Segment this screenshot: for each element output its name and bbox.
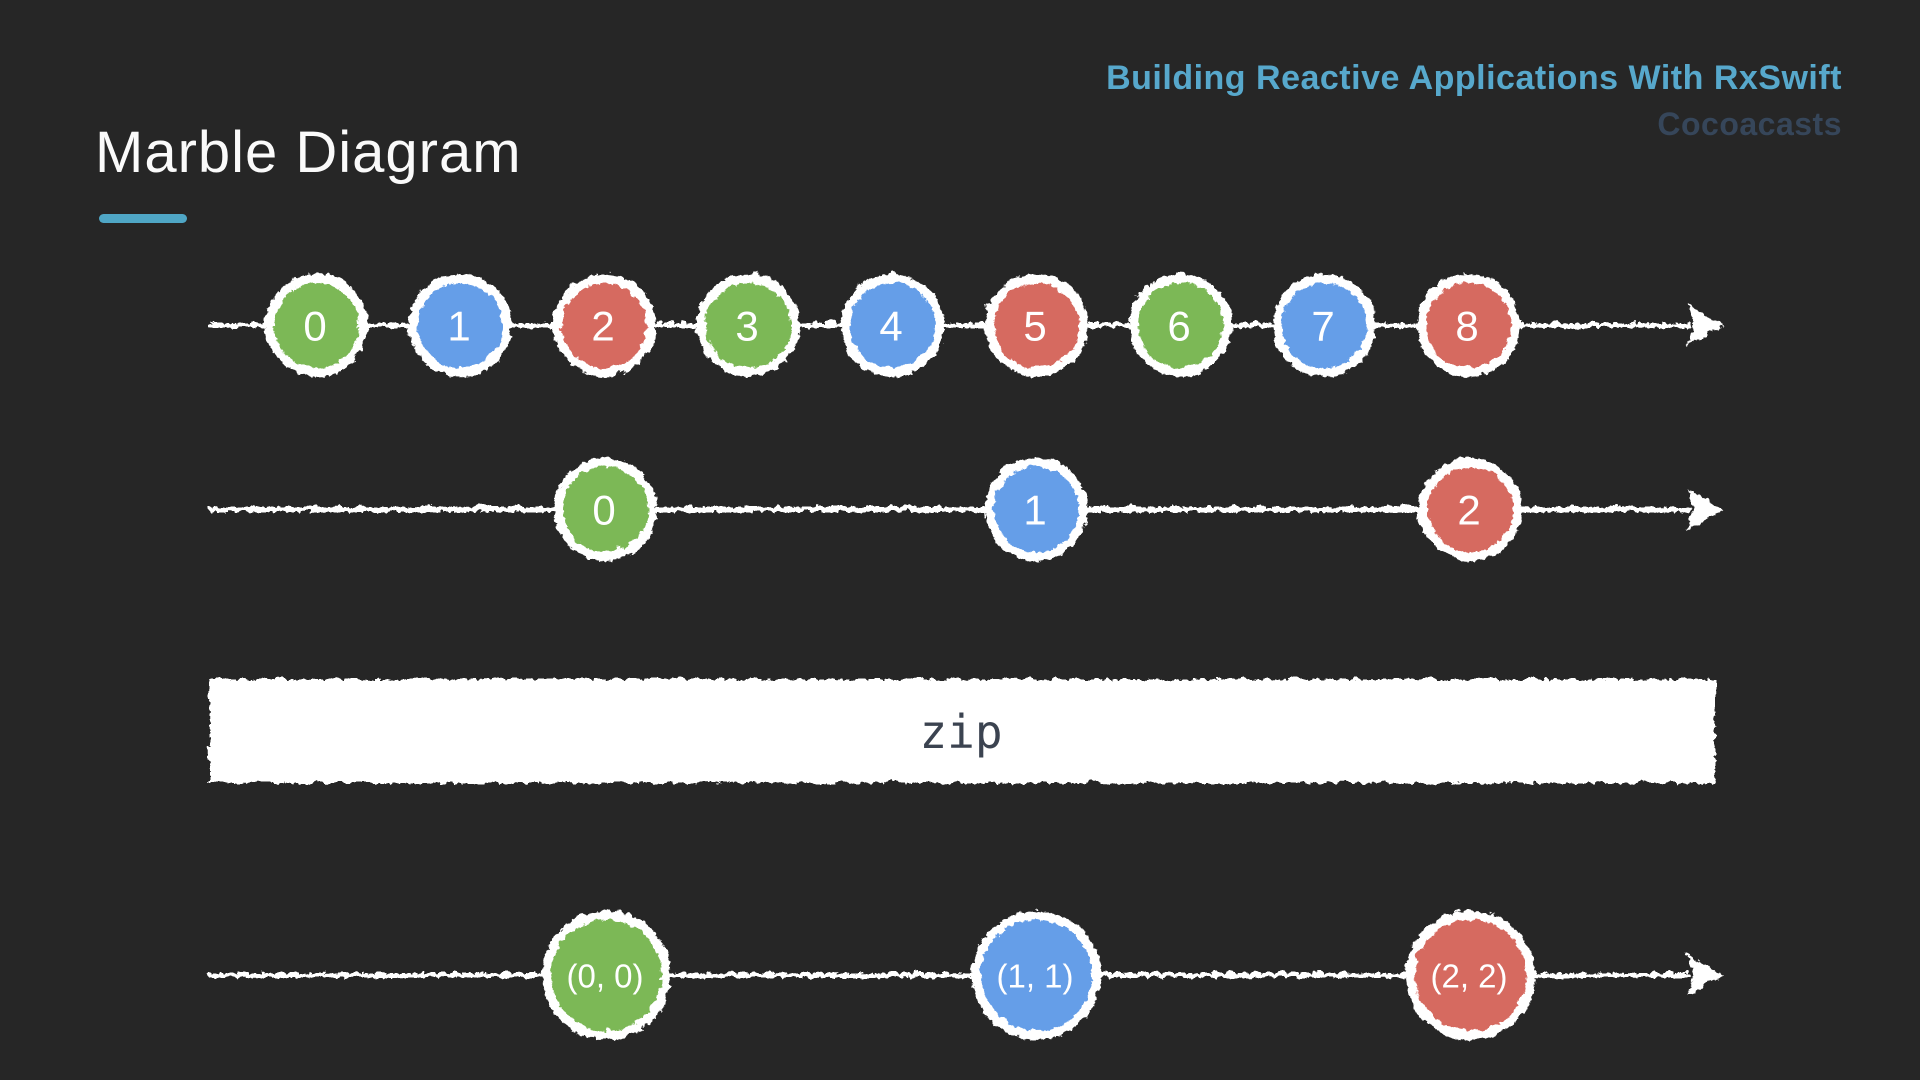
marble-source-stream-1-3 [695, 272, 799, 376]
marble-label: 7 [1311, 303, 1334, 350]
diagram-labels: 0 1 2 3 4 5 6 7 8 0 1 2 (0, 0) (1, 1) (2, 2) zip [303, 303, 1507, 995]
marble-label: 0 [592, 487, 615, 534]
marble-label: 1 [1023, 487, 1046, 534]
timeline-arrowhead [1686, 487, 1722, 529]
marble-source-stream-1-7 [1271, 272, 1375, 376]
marble-source-stream-2-0 [552, 456, 656, 560]
marble-label: 1 [447, 303, 470, 350]
marble-source-stream-1-0 [263, 272, 367, 376]
marble-label: 3 [735, 303, 758, 350]
header: Building Reactive Applications With RxSw… [1106, 59, 1842, 143]
marble-source-stream-2-2 [1417, 456, 1521, 560]
marble-label: 2 [1457, 487, 1480, 534]
course-title: Building Reactive Applications With RxSw… [1106, 59, 1842, 97]
marble-label: (0, 0) [566, 958, 643, 995]
page-title: Marble Diagram [95, 120, 522, 185]
marble-source-stream-1-4 [839, 272, 943, 376]
timeline-arrowhead [1686, 303, 1722, 345]
diagram-strokes [206, 272, 1722, 1039]
marble-result-stream-(1, 1) [970, 909, 1100, 1039]
marble-label: (2, 2) [1430, 958, 1507, 995]
marble-result-stream-(2, 2) [1404, 909, 1534, 1039]
timeline-arrowhead [1686, 953, 1722, 995]
marble-label: 2 [591, 303, 614, 350]
operator-box [208, 678, 1714, 782]
marble-source-stream-1-1 [407, 272, 511, 376]
title-block: Marble Diagram [95, 118, 522, 223]
marble-source-stream-1-6 [1127, 272, 1231, 376]
marble-label: 5 [1023, 303, 1046, 350]
marble-label: (1, 1) [996, 958, 1073, 995]
title-underline [99, 213, 187, 223]
marble-source-stream-2-1 [983, 456, 1087, 560]
marble-source-stream-1-8 [1415, 272, 1519, 376]
marble-source-stream-1-5 [983, 272, 1087, 376]
marble-label: 6 [1167, 303, 1190, 350]
operator-label: zip [919, 705, 1002, 759]
marble-label: 4 [879, 303, 902, 350]
marble-label: 8 [1455, 303, 1478, 350]
brand-wordmark: Cocoacasts [1657, 106, 1842, 143]
marble-source-stream-1-2 [551, 272, 655, 376]
marble-result-stream-(0, 0) [540, 909, 670, 1039]
marble-label: 0 [303, 303, 326, 350]
